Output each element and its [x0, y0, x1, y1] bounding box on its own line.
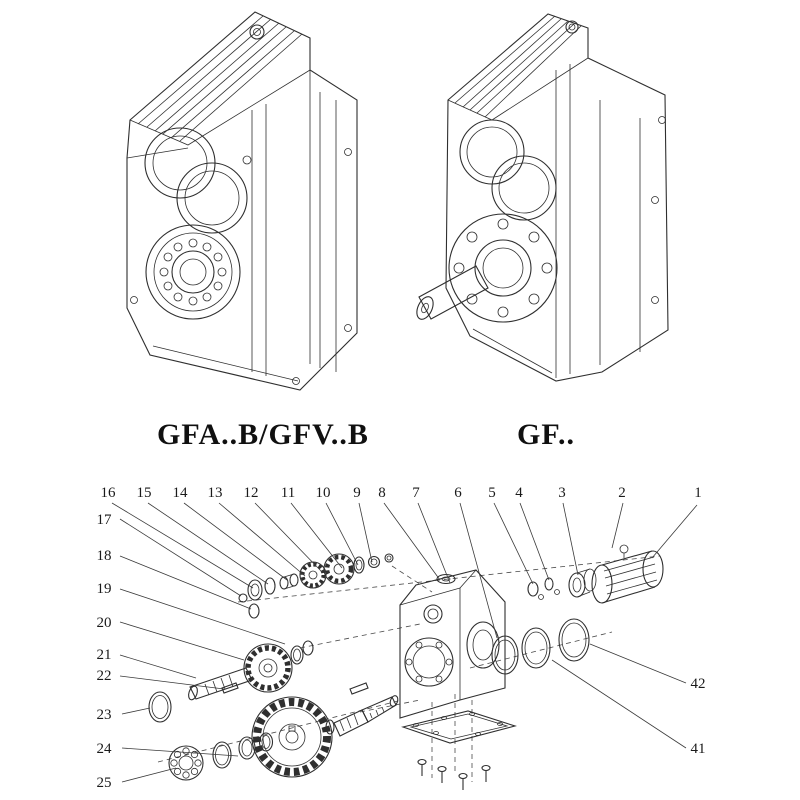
gearbox-right-roof-ribs: [447, 15, 589, 121]
gasket-and-bolts: [401, 710, 517, 790]
part-number-label: 17: [97, 512, 113, 528]
exploded-view: 16 15 14 13 12 11 10 9 8 7 6 5 4 3 2 1 1…: [97, 485, 706, 791]
part-number-label: 13: [208, 485, 223, 501]
bolt: [417, 758, 427, 776]
left-eye-bolt-hole: [249, 24, 265, 40]
part-number-label: 3: [558, 485, 566, 501]
part-number-label: 1: [694, 485, 702, 501]
part-number-label: 5: [488, 485, 496, 501]
leader-lines: [111, 502, 698, 783]
gearbox-right-drawing: [416, 13, 669, 382]
gearbox-right-output-flange: [448, 213, 558, 323]
part-number-label: 12: [244, 485, 259, 501]
gearbox-left-roof-ribs: [126, 15, 311, 159]
gearbox-right-edge-band: [555, 64, 641, 378]
part-number-label: 14: [173, 485, 189, 501]
part-number-label: 2: [618, 485, 626, 501]
part-number-label: 41: [691, 741, 706, 757]
part-number-label: 22: [97, 668, 112, 684]
part-number-label: 11: [281, 485, 295, 501]
motor-eye-bolt: [619, 544, 629, 554]
left-model-label: GFA..B/GFV..B: [157, 418, 369, 451]
part-number-label: 20: [97, 615, 112, 631]
part-number-label: 8: [378, 485, 386, 501]
part-number-label: 9: [353, 485, 361, 501]
gearbox-left-drawing: [126, 11, 358, 391]
cover-rings: [491, 618, 590, 675]
part-number-label: 15: [137, 485, 152, 501]
right-model-label: GF..: [517, 418, 575, 451]
bolt: [481, 764, 491, 782]
gearbox-left-bores: [144, 127, 248, 234]
part-number-label: 25: [97, 775, 112, 791]
part-number-label: 6: [454, 485, 462, 501]
part-number-label: 23: [97, 707, 112, 723]
part-number-label: 7: [412, 485, 420, 501]
input-fasteners: [527, 568, 597, 600]
gearbox-left-base: [130, 148, 352, 385]
intermediate-gear-parts: [148, 593, 314, 723]
part-number-label: 21: [97, 647, 112, 663]
part-number-label: 16: [101, 485, 117, 501]
part-number-label: 4: [515, 485, 523, 501]
bolt: [437, 765, 447, 783]
part-number-label: 24: [97, 741, 113, 757]
part-number-label: 42: [691, 676, 706, 692]
gearbox-right-base: [472, 116, 666, 374]
motor: [591, 544, 664, 604]
gear-housing: [399, 569, 506, 719]
gearbox-left-output-bearing: [145, 224, 241, 320]
bolt: [458, 772, 468, 790]
part-number-callouts: 16 15 14 13 12 11 10 9 8 7 6 5 4 3 2 1 1…: [97, 485, 706, 791]
part-number-label: 18: [97, 548, 112, 564]
gearbox-right-output-shaft: [416, 265, 489, 320]
part-number-label: 10: [316, 485, 331, 501]
gearbox-right-bores: [459, 119, 557, 221]
part-number-label: 19: [97, 581, 112, 597]
output-gear-parts: [168, 682, 399, 781]
input-shaft-parts: [247, 553, 394, 601]
right-eye-bolt-hole: [565, 20, 579, 34]
gearbox-left-edge-band: [251, 70, 337, 376]
